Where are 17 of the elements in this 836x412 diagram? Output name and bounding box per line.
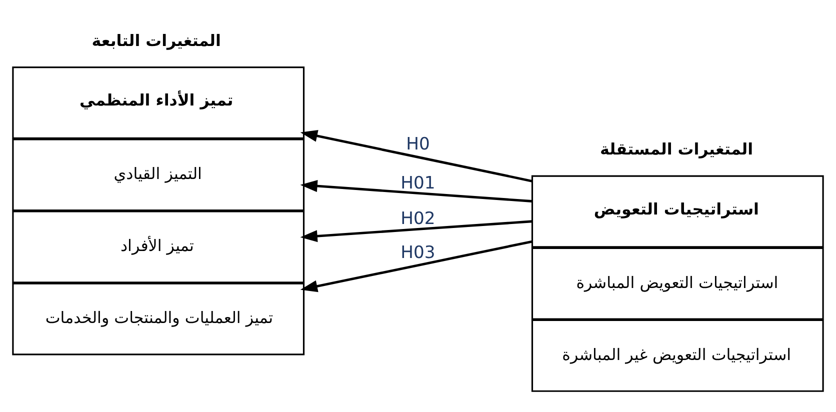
arrow <box>300 130 532 182</box>
arrow <box>300 180 532 202</box>
label: المتغيرات المستقلة <box>600 140 754 159</box>
node-box: تميز الأداء المنظمي <box>12 66 305 139</box>
node-box: تميز الأفراد <box>12 210 305 284</box>
node-box: استراتيجيات التعويض المباشرة <box>531 247 824 320</box>
edge-label: H01 <box>400 174 436 194</box>
edge-label: H02 <box>400 208 436 229</box>
edge-label: H03 <box>400 243 436 264</box>
node-box: استراتيجيات التعويض غير المباشرة <box>531 319 824 392</box>
node-box: التميز القيادي <box>12 138 305 212</box>
node-box: استراتيجيات التعويض <box>531 175 824 248</box>
arrow <box>300 240 532 292</box>
edge-label: H0 <box>406 134 430 154</box>
label: المتغيرات التابعة <box>92 30 221 50</box>
node-box: تميز العمليات والمنتجات والخدمات <box>12 282 305 356</box>
arrow <box>300 220 532 242</box>
